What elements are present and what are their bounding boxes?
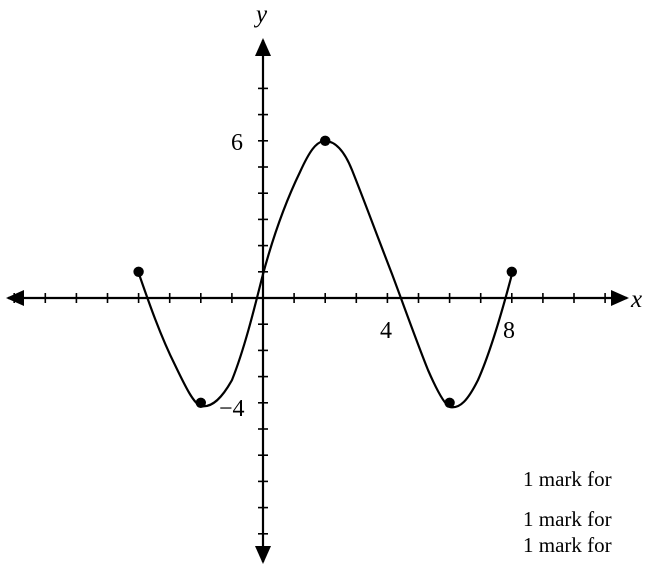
mark-note-3: 1 mark for: [523, 533, 612, 557]
mark-note-2: 1 mark for: [523, 507, 612, 531]
x-tick-label-8: 8: [503, 318, 515, 344]
key-points: [133, 135, 517, 408]
tick-marks: [13, 87, 606, 535]
x-axis-right-arrow: [611, 290, 629, 306]
x-axis-label: x: [630, 286, 642, 313]
mark-note-1: 1 mark for: [523, 467, 612, 491]
y-axis-top-arrow: [255, 38, 271, 56]
key-point: [195, 397, 206, 408]
key-point: [444, 397, 455, 408]
key-point: [506, 266, 517, 277]
key-point: [320, 135, 331, 146]
y-tick-label-neg4: −4: [219, 396, 245, 422]
key-point: [133, 266, 144, 277]
y-axis-bottom-arrow: [255, 546, 271, 564]
function-curve: [137, 139, 514, 409]
y-axis-label: y: [253, 1, 268, 28]
x-tick-label-4: 4: [380, 318, 392, 344]
y-tick-label-6: 6: [231, 130, 243, 156]
